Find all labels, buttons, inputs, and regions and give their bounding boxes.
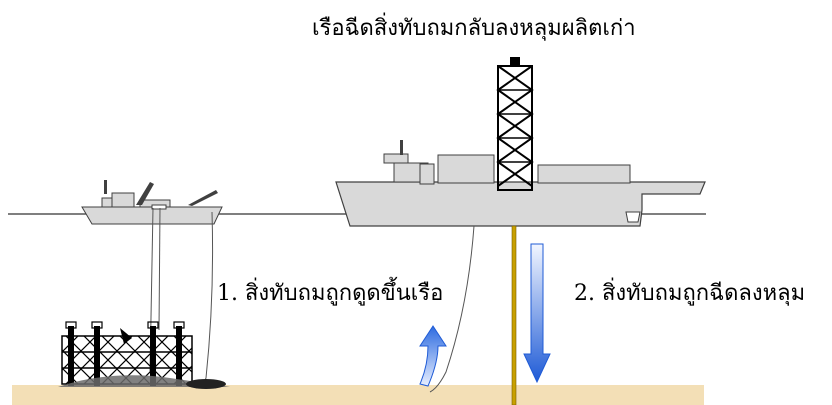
cuttings-mound xyxy=(186,379,226,389)
derrick-tower xyxy=(496,57,534,191)
injection-pipe xyxy=(511,225,517,405)
seabed xyxy=(12,385,704,405)
suction-up-arrow xyxy=(419,325,447,387)
transfer-hose xyxy=(429,225,475,393)
diagram-title: เรือฉีดสิ่งทับถมกลับลงหลุมผลิตเก่า xyxy=(312,16,636,41)
small-ship xyxy=(81,180,223,225)
suction-hose xyxy=(189,211,214,388)
drill-ship xyxy=(335,140,706,227)
riser-line-2 xyxy=(158,207,161,331)
step-2-label: 2. สิ่งทับถมถูกฉีดลงหลุม xyxy=(574,281,806,306)
step-1-label: 1. สิ่งทับถมถูกดูดขึ้นเรือ xyxy=(217,281,444,306)
injection-down-arrow xyxy=(523,243,551,384)
